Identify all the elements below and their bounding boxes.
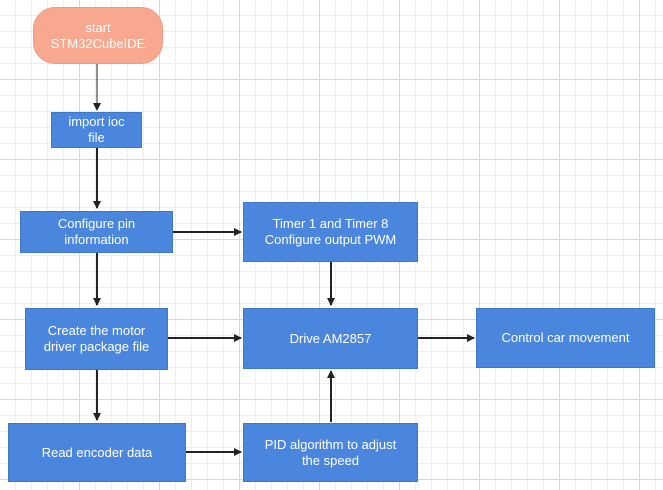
timer-pwm-node: Timer 1 and Timer 8 Configure output PWM [243,202,418,262]
pid-algorithm-node: PID algorithm to adjust the speed [243,423,418,482]
read-encoder-node: Read encoder data [8,423,186,482]
motor-driver-node: Create the motor driver package file [25,308,168,370]
drive-am2857-node: Drive AM2857 [243,308,418,369]
configure-pin-node: Configure pin information [20,211,173,253]
control-car-node: Control car movement [476,308,655,368]
start-node: start STM32CubeIDE [33,7,163,64]
import-ioc-node: import ioc file [51,112,142,148]
